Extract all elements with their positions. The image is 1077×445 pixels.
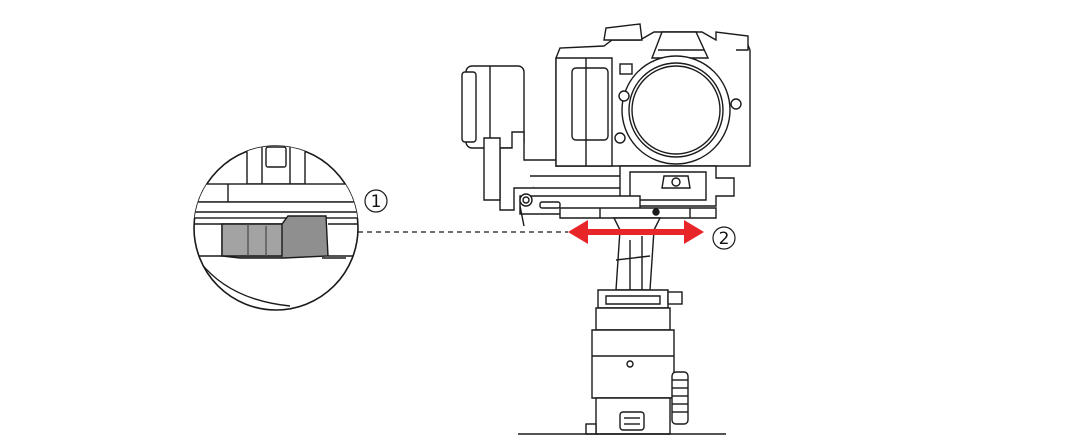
magnified-detail-circle [193, 145, 359, 311]
double-arrow-icon [568, 220, 704, 244]
callout-2: 2 [712, 226, 736, 250]
callout-1-label: 1 [371, 192, 382, 212]
callout-2-label: 2 [719, 229, 730, 249]
callout-1: 1 [364, 189, 388, 213]
gimbal-camera-illustration [461, 23, 751, 435]
